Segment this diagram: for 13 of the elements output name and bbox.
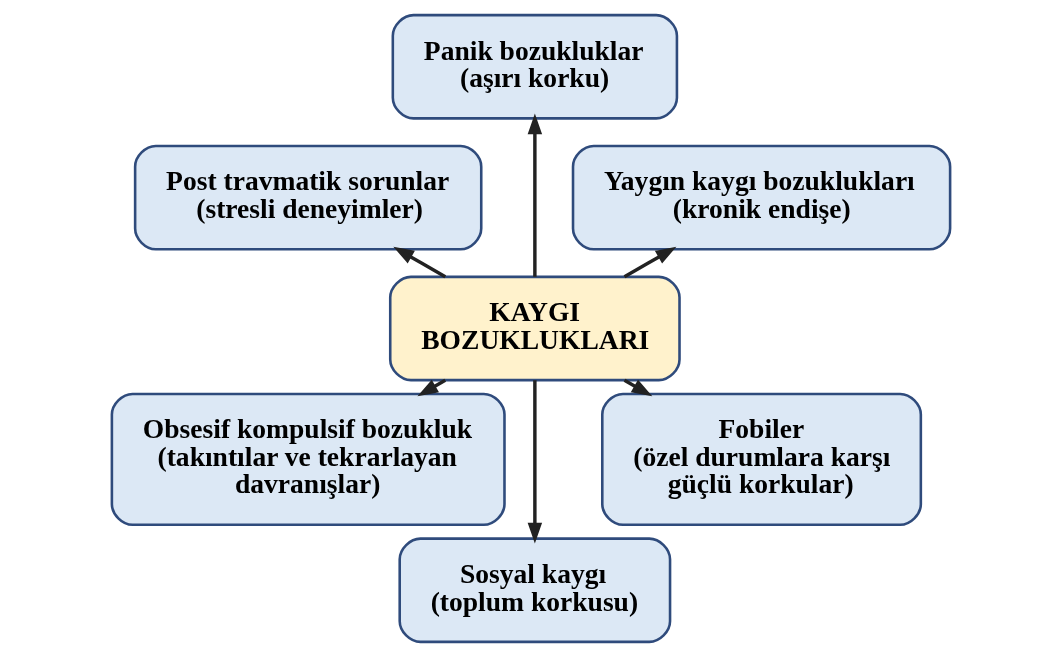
arrow (623, 378, 652, 397)
node-box: KAYGI BOZUKLUKLARI (388, 275, 681, 382)
node-box: Post travmatik sorunlar (stresli deneyimler) (133, 144, 483, 251)
node-box: Sosyal kaygı (toplum korkusu) (397, 537, 671, 644)
arrow (416, 378, 446, 397)
node-box: Fobiler (özel durumlara karşı güçlü korkular) (600, 392, 922, 527)
node-box: Yaygın kaygı bozuklukları (kronik endişe) (571, 144, 951, 251)
arrow (527, 380, 542, 544)
arrow (527, 113, 542, 277)
node-box: Obsesif kompulsif bozukluk (takıntılar ve tekrarlayan davranışlar) (110, 392, 506, 527)
node-box: Panik bozukluklar (aşırı korku) (391, 13, 678, 120)
arrow (623, 246, 676, 279)
arrow (392, 246, 446, 279)
